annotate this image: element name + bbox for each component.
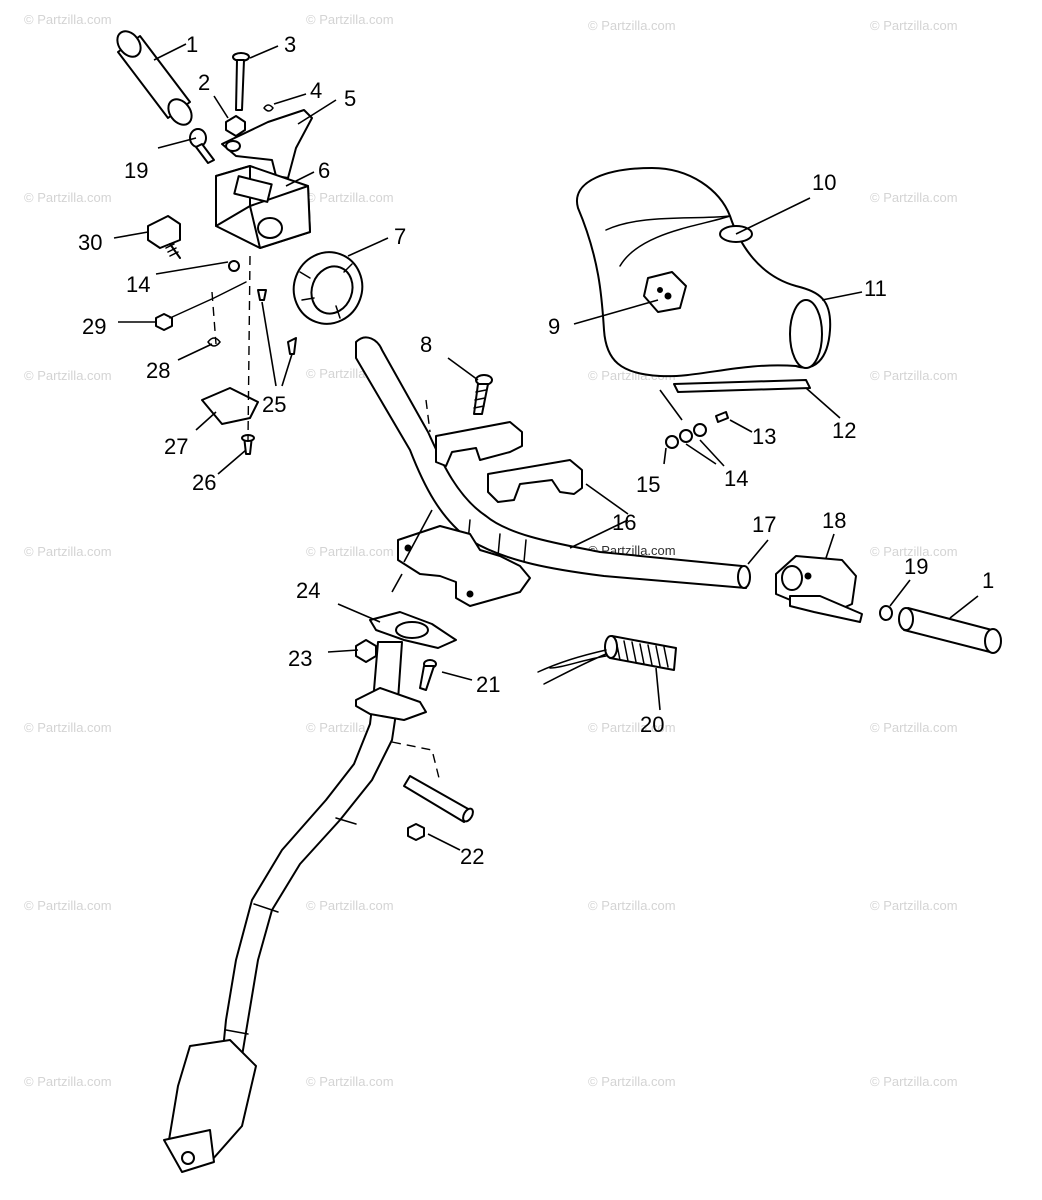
svg-text:© Partzilla.com: © Partzilla.com bbox=[870, 544, 958, 559]
svg-text:© Partzilla.com: © Partzilla.com bbox=[588, 898, 676, 913]
clip-part-28 bbox=[207, 337, 221, 347]
assembly-lines-left bbox=[169, 255, 251, 441]
callout-1-right: 1 bbox=[982, 568, 994, 593]
svg-text:© Partzilla.com: © Partzilla.com bbox=[588, 18, 676, 33]
clamp-bolt-part-8 bbox=[473, 374, 493, 415]
callout-23: 23 bbox=[288, 646, 312, 671]
screw-part-26 bbox=[241, 434, 255, 455]
collar-part-7 bbox=[292, 251, 364, 325]
callout-13: 13 bbox=[752, 424, 776, 449]
svg-text:© Partzilla.com: © Partzilla.com bbox=[24, 1074, 112, 1089]
callout-1-left: 1 bbox=[186, 32, 198, 57]
pin-part-22 bbox=[403, 775, 474, 841]
svg-text:© Partzilla.com: © Partzilla.com bbox=[870, 898, 958, 913]
svg-text:© Partzilla.com: © Partzilla.com bbox=[870, 368, 958, 383]
callout-19-right: 19 bbox=[904, 554, 928, 579]
svg-text:© Partzilla.com: © Partzilla.com bbox=[306, 190, 394, 205]
callout-20: 20 bbox=[640, 712, 664, 737]
bolt-part-21 bbox=[419, 659, 437, 691]
svg-text:© Partzilla.com: © Partzilla.com bbox=[870, 1074, 958, 1089]
callout-30: 30 bbox=[78, 230, 102, 255]
callout-labels: 1 2 3 4 5 6 7 19 30 14 29 28 25 27 26 8 … bbox=[78, 32, 994, 869]
callout-3: 3 bbox=[284, 32, 296, 57]
assembly-lines-post bbox=[391, 741, 441, 783]
callout-16: 16 bbox=[612, 510, 636, 535]
washer-part-14-left bbox=[228, 260, 240, 272]
callout-24: 24 bbox=[296, 578, 320, 603]
svg-text:© Partzilla.com: © Partzilla.com bbox=[24, 12, 112, 27]
svg-text:© Partzilla.com: © Partzilla.com bbox=[306, 1074, 394, 1089]
callout-22: 22 bbox=[460, 844, 484, 869]
assembly-lines-center bbox=[391, 399, 433, 593]
steering-post bbox=[163, 641, 427, 1173]
svg-text:© Partzilla.com: © Partzilla.com bbox=[588, 720, 676, 735]
svg-text:© Partzilla.com: © Partzilla.com bbox=[24, 898, 112, 913]
svg-text:© Partzilla.com: © Partzilla.com bbox=[24, 190, 112, 205]
svg-text:© Partzilla.com: © Partzilla.com bbox=[588, 1074, 676, 1089]
screws-part-25 bbox=[257, 289, 297, 355]
handlebar-clamp-part-16-upper bbox=[435, 421, 583, 503]
svg-text:© Partzilla.com: © Partzilla.com bbox=[306, 544, 394, 559]
callout-21: 21 bbox=[476, 672, 500, 697]
callout-5: 5 bbox=[344, 86, 356, 111]
svg-text:© Partzilla.com: © Partzilla.com bbox=[306, 12, 394, 27]
brake-lever-assembly-part-18 bbox=[775, 555, 863, 623]
callout-15: 15 bbox=[636, 472, 660, 497]
callout-7: 7 bbox=[394, 224, 406, 249]
pad-hardware-parts-13-14-15 bbox=[665, 411, 729, 449]
bolt-part-3 bbox=[232, 52, 250, 111]
throttle-housing-part-6 bbox=[215, 165, 311, 249]
steering-plate-part-24 bbox=[369, 611, 457, 649]
callout-8: 8 bbox=[420, 332, 432, 357]
callout-17: 17 bbox=[752, 512, 776, 537]
callout-27: 27 bbox=[164, 434, 188, 459]
svg-text:© Partzilla.com: © Partzilla.com bbox=[870, 18, 958, 33]
callout-18: 18 bbox=[822, 508, 846, 533]
cover-plate-part-27 bbox=[201, 387, 259, 425]
right-grip-part-1 bbox=[898, 607, 1002, 654]
callout-2: 2 bbox=[198, 70, 210, 95]
throttle-lever-part-5 bbox=[221, 109, 313, 179]
callout-12: 12 bbox=[832, 418, 856, 443]
callout-29: 29 bbox=[82, 314, 106, 339]
handlebar-pad-cover-part-11 bbox=[575, 167, 832, 378]
callout-leaders bbox=[113, 43, 979, 851]
callout-14-left: 14 bbox=[126, 272, 150, 297]
kill-switch-part-30 bbox=[147, 215, 181, 259]
callout-14-right: 14 bbox=[724, 466, 748, 491]
svg-text:© Partzilla.com: © Partzilla.com bbox=[870, 190, 958, 205]
callout-26: 26 bbox=[192, 470, 216, 495]
callout-25: 25 bbox=[262, 392, 286, 417]
callout-9: 9 bbox=[548, 314, 560, 339]
clip-part-4 bbox=[263, 104, 274, 112]
svg-text:© Partzilla.com: © Partzilla.com bbox=[24, 544, 112, 559]
svg-text:© Partzilla.com: © Partzilla.com bbox=[24, 720, 112, 735]
svg-text:© Partzilla.com: © Partzilla.com bbox=[24, 368, 112, 383]
svg-text:© Partzilla.com: © Partzilla.com bbox=[306, 898, 394, 913]
nut-part-29 bbox=[155, 313, 173, 331]
end-plug-part-19-right bbox=[879, 605, 893, 621]
pad-strip-part-12 bbox=[673, 379, 811, 393]
nut-part-23 bbox=[355, 639, 377, 663]
svg-text:© Partzilla.com: © Partzilla.com bbox=[870, 720, 958, 735]
handlebar-part-17 bbox=[355, 336, 751, 589]
grip-heater-part-20 bbox=[537, 635, 677, 685]
callout-28: 28 bbox=[146, 358, 170, 383]
end-plug-part-19-left bbox=[189, 128, 215, 164]
callout-4: 4 bbox=[310, 78, 322, 103]
nut-part-2 bbox=[225, 115, 246, 137]
callout-19-left: 19 bbox=[124, 158, 148, 183]
callout-11: 11 bbox=[864, 276, 887, 301]
callout-10: 10 bbox=[812, 170, 836, 195]
callout-6: 6 bbox=[318, 158, 330, 183]
left-grip-part-1 bbox=[116, 30, 193, 126]
